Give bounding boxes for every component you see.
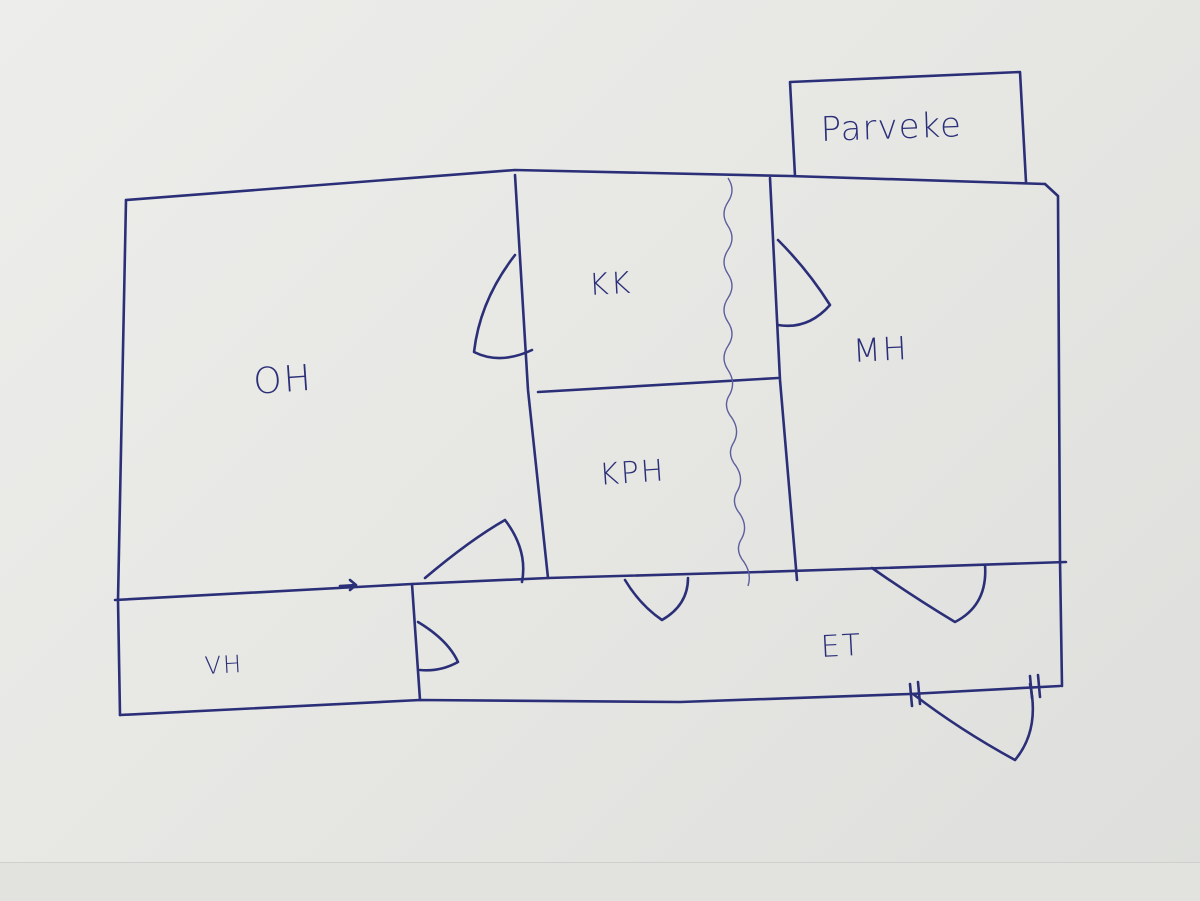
- balcony-outline: [788, 70, 1028, 184]
- label-et: ET: [820, 627, 864, 665]
- entrance-door-mark-right: [1028, 673, 1042, 700]
- wall-kph-mh: [768, 176, 799, 582]
- label-balcony: Parveke: [820, 105, 963, 150]
- outer-wall-top: [124, 168, 1047, 202]
- label-mh: MH: [852, 329, 910, 370]
- outer-wall-bottom: [118, 684, 1062, 717]
- door-swing-oh: [423, 518, 525, 584]
- door-swing-entrance: [911, 682, 1035, 762]
- label-vh: VH: [204, 649, 244, 680]
- outer-wall-left: [116, 198, 128, 717]
- door-swing-kk: [472, 253, 534, 360]
- label-oh: OH: [252, 357, 315, 403]
- wall-vh-et: [410, 582, 422, 702]
- outer-wall-right: [1043, 182, 1064, 688]
- shaft-wavy-line: [723, 177, 751, 587]
- paper-edge: [0, 862, 1200, 901]
- wall-vh-top: [113, 560, 1068, 602]
- door-swing-mh-bottom: [870, 563, 987, 624]
- label-kph: KPH: [598, 453, 667, 493]
- label-kk: KK: [588, 265, 634, 303]
- wall-oh-kk: [513, 173, 550, 580]
- wall-arrow-mark: [338, 578, 358, 592]
- entrance-door-mark-left: [908, 680, 922, 708]
- door-swing-mh: [776, 238, 832, 328]
- door-swing-kph: [623, 576, 690, 622]
- wall-kk-kph: [536, 376, 780, 394]
- door-swing-vh: [416, 620, 460, 672]
